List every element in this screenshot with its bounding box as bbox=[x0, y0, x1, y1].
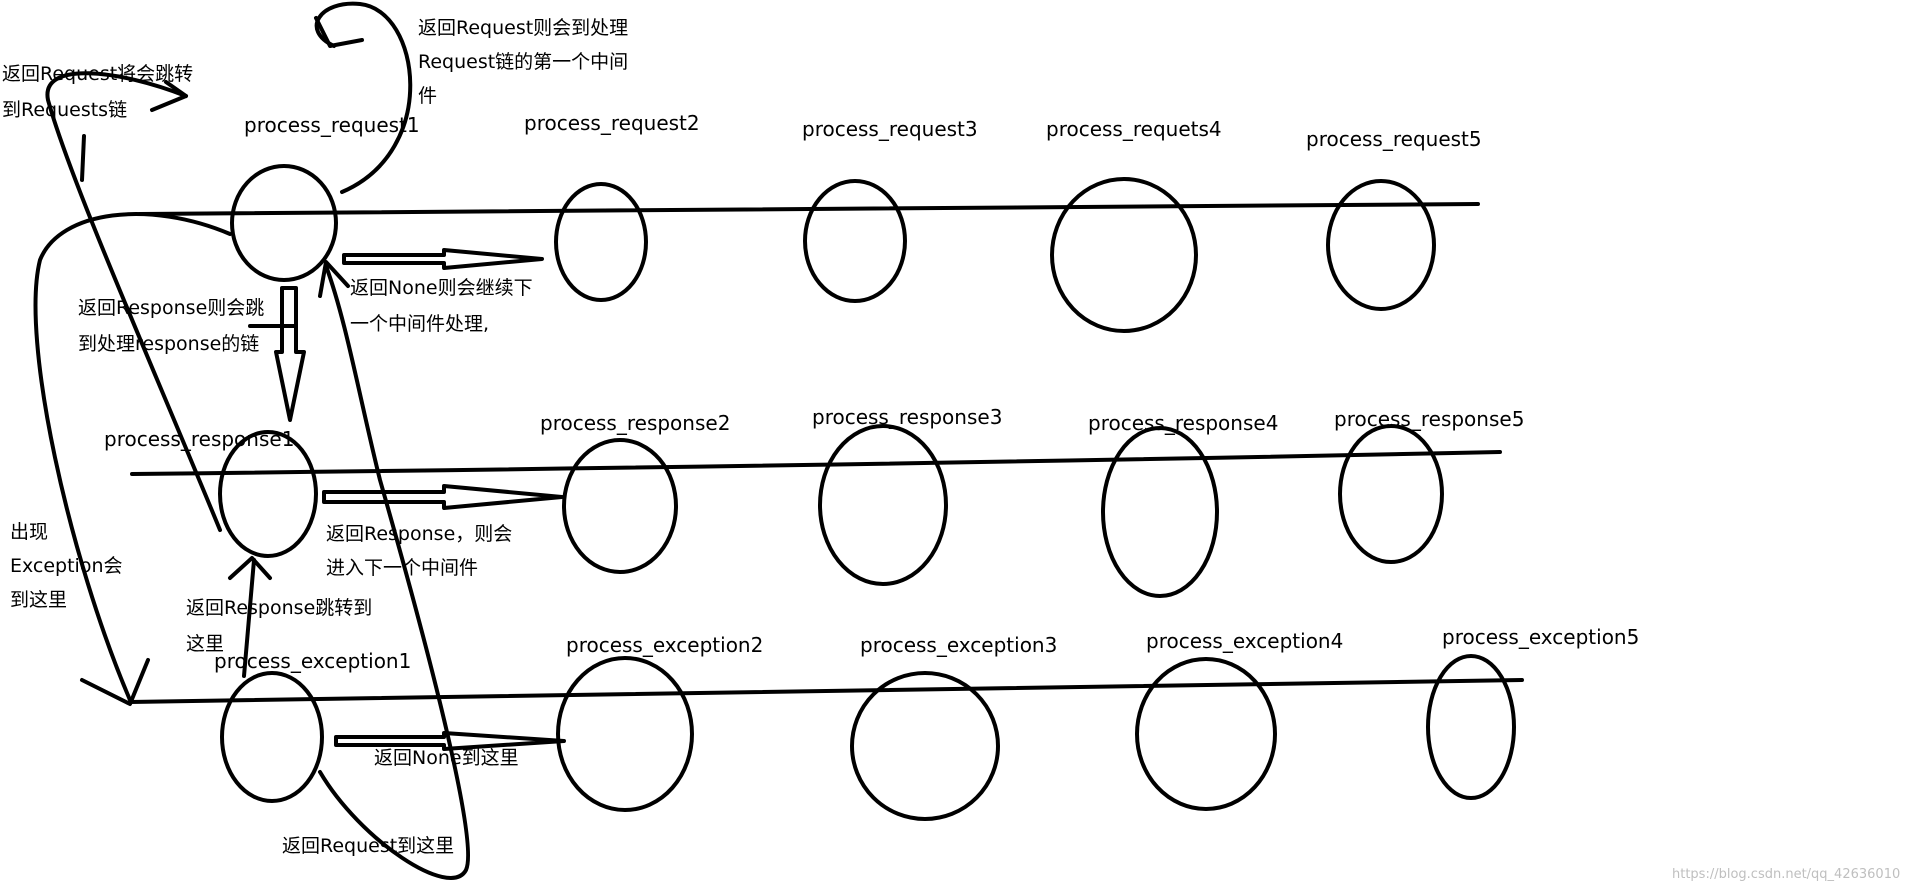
left-small-tick bbox=[80, 134, 86, 182]
arrow-request-here bbox=[318, 264, 471, 880]
label-process-exception4: process_exception4 bbox=[1146, 629, 1343, 653]
note-request-restart-line3: 件 bbox=[418, 85, 437, 107]
label-process-response2: process_response2 bbox=[540, 411, 730, 435]
arrow-to-requests-chain bbox=[45, 71, 222, 532]
note-none-here: 返回None到这里 bbox=[374, 747, 519, 769]
note-request-restart-line1: 返回Request则会到处理 bbox=[418, 17, 628, 39]
note-response-jump-line1: 返回Response则会跳 bbox=[78, 297, 264, 319]
label-process-response1: process_response1 bbox=[104, 427, 294, 451]
note-none-next-line2: 一个中间件处理, bbox=[350, 313, 489, 335]
loop-arrowhead bbox=[314, 16, 364, 48]
node-process-exception4 bbox=[1135, 657, 1277, 811]
label-process-exception5: process_exception5 bbox=[1442, 625, 1639, 649]
arrow-none-here bbox=[334, 731, 566, 751]
node-process-exception5 bbox=[1426, 654, 1516, 800]
label-process-exception3: process_exception3 bbox=[860, 633, 1057, 657]
arrow-response-jump-here bbox=[242, 558, 256, 678]
arrow-to-exception-chain bbox=[33, 212, 232, 702]
arrow-none-next bbox=[342, 248, 544, 270]
note-response-jump-here-line1: 返回Response跳转到 bbox=[186, 597, 372, 619]
node-process-exception1 bbox=[220, 671, 324, 803]
arrow-response-next bbox=[322, 484, 564, 510]
label-process-exception1: process_exception1 bbox=[214, 649, 411, 673]
response-chain-line bbox=[130, 450, 1502, 476]
node-process-response1 bbox=[218, 430, 318, 558]
note-exception-here-line2: Exception会 bbox=[10, 555, 123, 577]
node-process-request2 bbox=[554, 182, 648, 302]
node-process-request4 bbox=[1050, 177, 1198, 333]
note-exception-here-line1: 出现 bbox=[10, 521, 48, 543]
note-none-next-line1: 返回None则会继续下 bbox=[350, 277, 533, 299]
label-process-request2: process_request2 bbox=[524, 111, 700, 135]
exception-chain-line bbox=[128, 678, 1524, 704]
label-process-response4: process_response4 bbox=[1088, 411, 1278, 435]
note-request-jump-line1: 返回Request将会跳转 bbox=[2, 63, 193, 85]
node-process-response5 bbox=[1338, 424, 1444, 564]
label-process-request1: process_request1 bbox=[244, 113, 420, 137]
note-response-jump-line2: 到处理response的链 bbox=[78, 333, 259, 355]
arrow-to-exception-chain-head bbox=[80, 658, 150, 706]
node-process-request5 bbox=[1326, 179, 1436, 311]
note-response-next-line2: 进入下一个中间件 bbox=[326, 557, 478, 579]
note-response-jump-here-line2: 这里 bbox=[186, 633, 224, 655]
arrow-request-here-head bbox=[318, 260, 350, 298]
note-request-jump-line2: 到Requests链 bbox=[2, 99, 127, 121]
arrow-response-jump-here-head bbox=[228, 556, 272, 580]
arrow-response-jump bbox=[274, 286, 306, 422]
node-process-response2 bbox=[562, 438, 678, 574]
node-process-exception2 bbox=[556, 656, 694, 812]
note-exception-here-line3: 到这里 bbox=[10, 589, 67, 611]
label-process-request5: process_request5 bbox=[1306, 127, 1482, 151]
node-process-exception3 bbox=[850, 671, 1000, 821]
node-process-response4 bbox=[1101, 426, 1219, 598]
label-process-request3: process_request3 bbox=[802, 117, 978, 141]
label-process-request4: process_requets4 bbox=[1046, 117, 1222, 141]
node-process-request3 bbox=[803, 179, 907, 303]
label-process-response3: process_response3 bbox=[812, 405, 1002, 429]
watermark: https://blog.csdn.net/qq_42636010 bbox=[1672, 867, 1900, 882]
node-process-response3 bbox=[818, 424, 948, 586]
node-process-request1 bbox=[230, 164, 338, 282]
note-response-next-line1: 返回Response，则会 bbox=[326, 523, 512, 545]
label-process-exception2: process_exception2 bbox=[566, 633, 763, 657]
arrow-to-requests-chain-head bbox=[150, 80, 188, 112]
note-request-here: 返回Request到这里 bbox=[282, 835, 454, 857]
label-process-response5: process_response5 bbox=[1334, 407, 1524, 431]
loop-arrow-request-restart bbox=[314, 1, 413, 194]
note-request-restart-line2: Request链的第一个中间 bbox=[418, 51, 628, 73]
